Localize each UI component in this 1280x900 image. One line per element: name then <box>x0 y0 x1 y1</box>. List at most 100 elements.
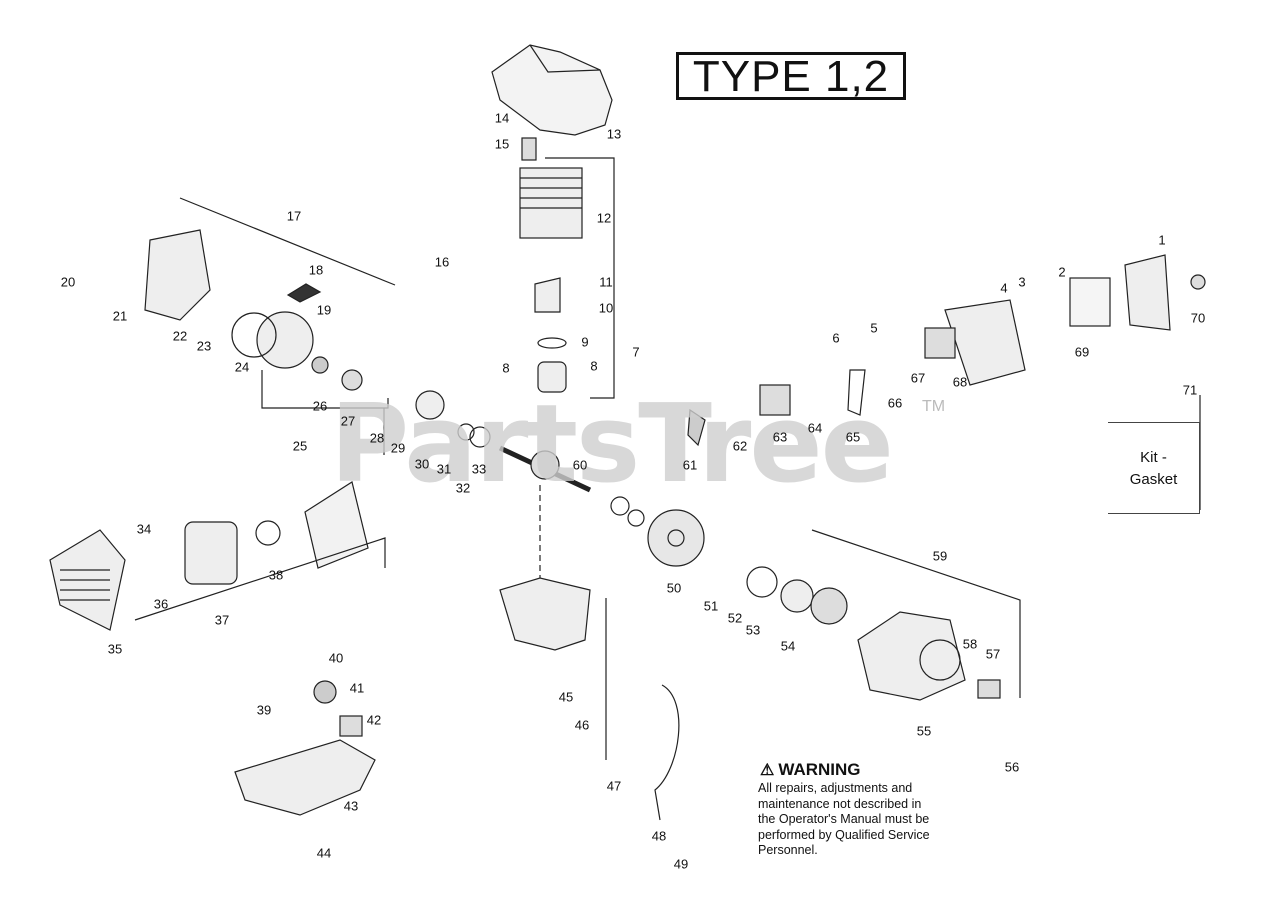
callout-number: 59 <box>932 548 948 564</box>
warning-line: maintenance not described in <box>758 796 922 811</box>
part-clutch-housing <box>857 611 966 701</box>
kit-label-line1: Kit - <box>1140 449 1167 466</box>
callout-number: 60 <box>572 457 588 473</box>
callout-number: 48 <box>651 828 667 844</box>
callout-number: 62 <box>732 438 748 454</box>
callout-number: 64 <box>807 420 823 436</box>
callout-number: 12 <box>596 210 612 226</box>
part-muffler <box>184 521 238 585</box>
callout-number: 25 <box>292 438 308 454</box>
callout-number: 5 <box>870 320 878 336</box>
callout-number: 67 <box>910 370 926 386</box>
callout-number: 65 <box>845 429 861 445</box>
part-cylinder <box>519 167 583 239</box>
callout-number: 41 <box>349 680 365 696</box>
callout-number: 49 <box>673 856 689 872</box>
callout-number: 23 <box>196 338 212 354</box>
callout-number: 21 <box>112 308 128 324</box>
callout-number: 10 <box>598 300 614 316</box>
callout-number: 58 <box>962 636 978 652</box>
callout-number: 27 <box>340 413 356 429</box>
callout-number: 22 <box>172 328 188 344</box>
callout-number: 31 <box>436 461 452 477</box>
callout-number: 26 <box>312 398 328 414</box>
part-flywheel <box>647 509 705 567</box>
callout-number: 53 <box>745 622 761 638</box>
callout-number: 29 <box>390 440 406 456</box>
callout-number: 52 <box>727 610 743 626</box>
callout-number: 20 <box>60 274 76 290</box>
warning-line: the Operator's Manual must be <box>758 812 930 826</box>
callout-number: 7 <box>632 344 640 360</box>
callout-number: 51 <box>703 598 719 614</box>
part-heat-shield <box>304 481 369 569</box>
part-air-filter-cover <box>1124 254 1171 331</box>
kit-gasket-box: Kit - Gasket <box>1108 422 1200 514</box>
callout-number: 19 <box>316 302 332 318</box>
callout-number: 28 <box>369 430 385 446</box>
callout-number: 56 <box>1004 759 1020 775</box>
callout-number: 33 <box>471 461 487 477</box>
callout-number: 8 <box>590 358 598 374</box>
callout-number: 71 <box>1182 382 1198 398</box>
warning-line: All repairs, adjustments and <box>758 781 913 795</box>
callout-number: 38 <box>268 567 284 583</box>
callout-number: 35 <box>107 641 123 657</box>
callout-number: 44 <box>316 845 332 861</box>
callout-number: 6 <box>832 330 840 346</box>
part-pulley <box>256 311 314 369</box>
type-label: TYPE 1,2 <box>676 52 906 100</box>
callout-number: 17 <box>286 208 302 224</box>
callout-number: 43 <box>343 798 359 814</box>
callout-number: 50 <box>666 580 682 596</box>
watermark-text: PartsTree <box>330 382 894 507</box>
callout-number: 61 <box>682 457 698 473</box>
callout-number: 40 <box>328 650 344 666</box>
warning-line: performed by Qualified Service <box>758 827 930 842</box>
callout-number: 45 <box>558 689 574 705</box>
callout-number: 2 <box>1058 264 1066 280</box>
callout-number: 70 <box>1190 310 1206 326</box>
part-starter-housing <box>144 229 211 321</box>
callout-number: 39 <box>256 702 272 718</box>
callout-number: 1 <box>1158 232 1166 248</box>
callout-number: 8 <box>502 360 510 376</box>
callout-number: 47 <box>606 778 622 794</box>
callout-number: 24 <box>234 359 250 375</box>
callout-number: 55 <box>916 723 932 739</box>
callout-number: 15 <box>494 136 510 152</box>
part-spark-plug <box>521 137 537 161</box>
callout-number: 66 <box>887 395 903 411</box>
warning-title: ⚠WARNING <box>758 760 968 781</box>
callout-number: 46 <box>574 717 590 733</box>
part-air-filter-base <box>944 299 1026 386</box>
callout-number: 42 <box>366 712 382 728</box>
part-fuel-tank <box>234 739 376 816</box>
part-crankcase <box>499 577 591 651</box>
warning-triangle-icon: ⚠ <box>760 762 775 779</box>
kit-label-line2: Gasket <box>1129 471 1178 488</box>
watermark-tm: TM <box>922 398 946 415</box>
callout-number: 57 <box>985 646 1001 662</box>
warning-title-text: WARNING <box>778 760 861 779</box>
callout-number: 54 <box>780 638 796 654</box>
callout-number: 18 <box>308 262 324 278</box>
callout-number: 3 <box>1018 274 1026 290</box>
callout-number: 14 <box>494 110 510 126</box>
callout-number: 30 <box>414 456 430 472</box>
warning-notice: ⚠WARNING All repairs, adjustments and ma… <box>758 760 968 859</box>
part-gasket <box>534 277 561 313</box>
callout-number: 34 <box>136 521 152 537</box>
callout-number: 32 <box>455 480 471 496</box>
warning-line: Personnel. <box>758 843 818 857</box>
callout-number: 4 <box>1000 280 1008 296</box>
callout-number: 13 <box>606 126 622 142</box>
part-air-filter <box>1069 277 1111 327</box>
callout-number: 63 <box>772 429 788 445</box>
callout-number: 69 <box>1074 344 1090 360</box>
part-piston-ring <box>537 337 567 349</box>
part-piston <box>537 361 567 393</box>
callout-number: 36 <box>153 596 169 612</box>
callout-number: 11 <box>599 274 613 290</box>
